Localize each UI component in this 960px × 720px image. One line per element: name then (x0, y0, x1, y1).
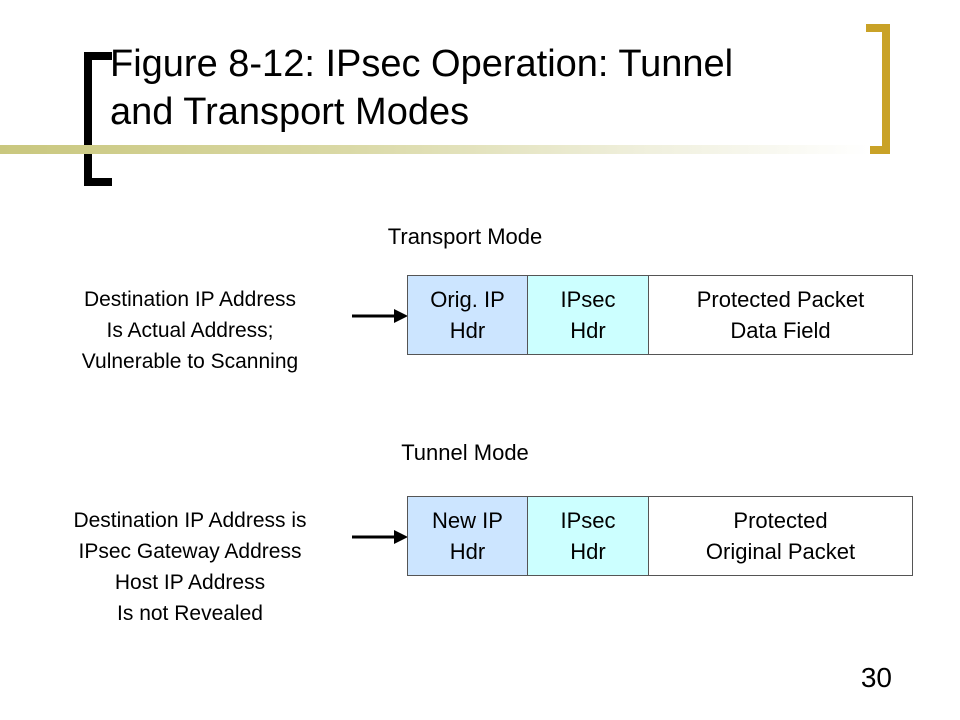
cell-text: Hdr (449, 318, 486, 343)
tunnel-note-line: IPsec Gateway Address (78, 540, 302, 563)
tunnel-note-line: Destination IP Address is (73, 509, 307, 532)
cell-text: Hdr (449, 539, 486, 564)
slide-title-line-2: and Transport Modes (110, 91, 470, 133)
title-bracket-right (866, 24, 890, 154)
transport-note-line: Destination IP Address (83, 288, 297, 311)
title-bracket-left (84, 52, 112, 186)
transport-note-line: Vulnerable to Scanning (81, 350, 299, 373)
title-underline-bar (0, 145, 870, 154)
cell-text: Hdr (570, 318, 606, 343)
transport-arrow-icon (352, 309, 408, 323)
tunnel-note: Destination IP Address is IPsec Gateway … (20, 505, 360, 629)
cell-text: Original Packet (705, 539, 856, 564)
cell-text: New IP (432, 508, 503, 533)
transport-note-line: Is Actual Address; (106, 319, 274, 342)
cell-text: Protected Packet (696, 287, 865, 312)
tunnel-protected-packet-cell: Protected Original Packet (648, 497, 912, 575)
tunnel-note-line: Is not Revealed (117, 602, 263, 625)
transport-packet: Orig. IP Hdr IPsec Hdr Protected Packet … (407, 275, 913, 355)
transport-orig-ip-hdr-cell: Orig. IP Hdr (408, 276, 527, 354)
tunnel-arrow-icon (352, 530, 408, 544)
cell-text: Orig. IP (430, 287, 505, 312)
page-number: 30 (860, 662, 892, 693)
transport-ipsec-hdr-cell: IPsec Hdr (527, 276, 648, 354)
cell-text: Protected (733, 508, 828, 533)
transport-protected-data-cell: Protected Packet Data Field (648, 276, 912, 354)
transport-mode-label: Transport Mode (387, 224, 543, 249)
tunnel-note-line: Host IP Address (114, 571, 266, 594)
tunnel-ipsec-hdr-cell: IPsec Hdr (527, 497, 648, 575)
transport-note: Destination IP Address Is Actual Address… (20, 284, 360, 377)
slide-title: Figure 8-12: IPsec Operation: Tunnel and… (110, 40, 850, 136)
cell-text: IPsec (560, 508, 616, 533)
tunnel-packet: New IP Hdr IPsec Hdr Protected Original … (407, 496, 913, 576)
slide-title-line-1: Figure 8-12: IPsec Operation: Tunnel (110, 43, 734, 85)
cell-text: Hdr (570, 539, 606, 564)
cell-text: IPsec (560, 287, 616, 312)
tunnel-mode-label: Tunnel Mode (401, 440, 529, 465)
cell-text: Data Field (730, 318, 831, 343)
tunnel-new-ip-hdr-cell: New IP Hdr (408, 497, 527, 575)
